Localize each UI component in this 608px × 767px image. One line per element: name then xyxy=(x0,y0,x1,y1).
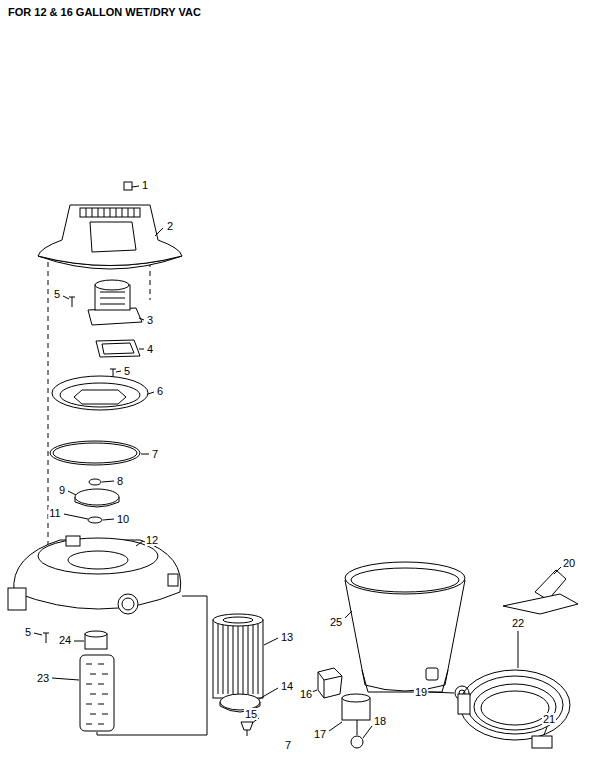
callout-number: 6 xyxy=(156,385,164,397)
floor-nozzle xyxy=(503,570,578,614)
callout-number: 9 xyxy=(58,484,66,496)
callout-number: 5 xyxy=(24,626,32,638)
callout-number: 15 xyxy=(244,708,258,720)
washer xyxy=(88,517,102,523)
callout-number: 16 xyxy=(299,688,313,700)
callout-number: 22 xyxy=(511,617,525,629)
cartridge-filter xyxy=(213,614,263,698)
motor xyxy=(88,280,142,325)
washer xyxy=(89,479,101,485)
gasket xyxy=(96,340,140,357)
lid xyxy=(8,536,181,614)
callout-number: 12 xyxy=(145,534,159,546)
callout-number: 5 xyxy=(123,365,131,377)
callout-number: 7 xyxy=(284,739,292,751)
motor-cover xyxy=(38,205,182,269)
callout-number: 25 xyxy=(329,616,343,628)
callout-number: 17 xyxy=(313,728,327,740)
drum xyxy=(345,562,465,692)
float-disc xyxy=(75,489,119,507)
caster-block xyxy=(318,668,342,698)
callout-number: 24 xyxy=(58,634,72,646)
diagram-title: FOR 12 & 16 GALLON WET/DRY VAC xyxy=(8,6,201,18)
callout-number: 8 xyxy=(116,475,124,487)
callout-number: 7 xyxy=(151,448,159,460)
callout-number: 18 xyxy=(373,715,387,727)
hose xyxy=(458,670,570,748)
callout-number: 11 xyxy=(48,507,61,519)
callout-number: 14 xyxy=(280,680,294,692)
callout-number: 1 xyxy=(141,179,149,191)
assembly-line xyxy=(48,262,150,548)
leader-line xyxy=(34,186,561,738)
callout-number: 3 xyxy=(146,314,154,326)
wing-nut xyxy=(241,722,253,736)
callout-number: 5 xyxy=(53,288,61,300)
float-cage-cap xyxy=(85,631,107,649)
callout-number: 2 xyxy=(166,220,174,232)
switch xyxy=(124,182,132,190)
caster xyxy=(342,694,370,748)
callout-number: 20 xyxy=(562,557,576,569)
ring xyxy=(52,376,148,410)
callout-number: 13 xyxy=(280,631,294,643)
callout-number: 21 xyxy=(542,713,556,725)
callout-number: 4 xyxy=(146,343,154,355)
callout-number: 23 xyxy=(36,672,50,684)
callout-number: 10 xyxy=(116,513,130,525)
gasket-ring xyxy=(50,441,140,465)
callout-number: 19 xyxy=(414,686,428,698)
foam-filter xyxy=(80,655,114,731)
